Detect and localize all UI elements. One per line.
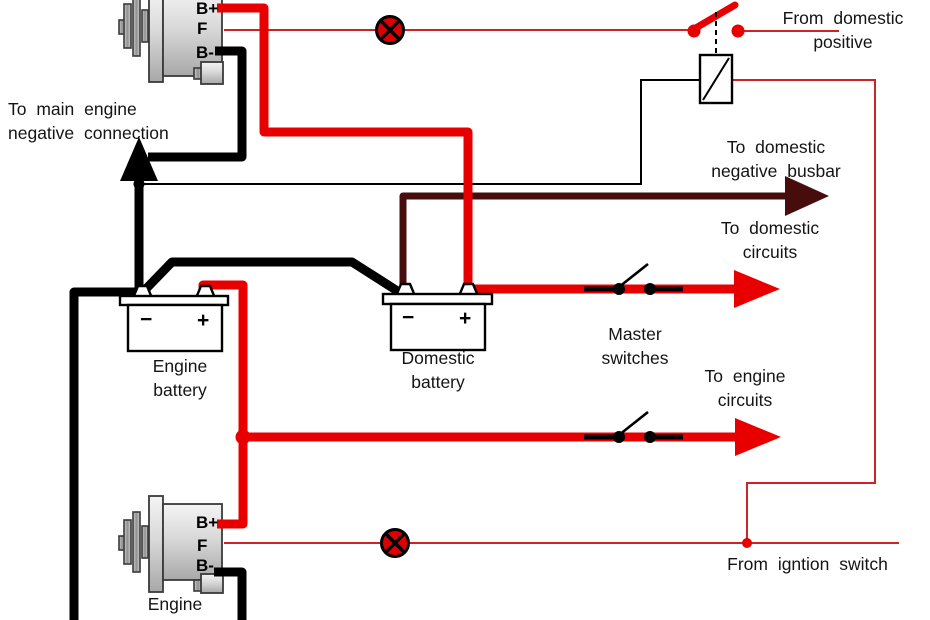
alternator-bottom bbox=[118, 495, 224, 594]
domestic-battery-positive-sign: + bbox=[459, 307, 472, 330]
label-line: battery bbox=[411, 372, 465, 392]
label-to-domestic-circuits: To domestic circuits bbox=[690, 216, 850, 264]
label-line: negative connection bbox=[8, 123, 169, 143]
terminal-bplus-bottom: B+ bbox=[196, 513, 219, 532]
arrow-to-domestic-negative-busbar bbox=[785, 176, 829, 216]
charge-relay bbox=[698, 53, 734, 105]
label-line: To engine bbox=[704, 366, 786, 386]
master-switch-engine bbox=[584, 410, 683, 443]
terminal-bminus-top: B- bbox=[196, 43, 214, 62]
wire-alternator-bottom-bminus bbox=[214, 567, 247, 620]
arrow-to-engine-circuits bbox=[735, 418, 781, 456]
label-line: switches bbox=[601, 348, 669, 368]
switch-contact bbox=[687, 24, 701, 38]
switch-lever bbox=[690, 1, 739, 33]
label-line: To domestic bbox=[726, 137, 826, 157]
junction-negative bbox=[133, 178, 145, 190]
battery-lid bbox=[381, 292, 494, 306]
switch-contact bbox=[613, 431, 625, 443]
label-line: Engine bbox=[147, 594, 203, 614]
terminal-bminus-bottom: B- bbox=[196, 556, 214, 575]
wire-alternator-top-bminus bbox=[148, 46, 247, 162]
alternator-bottom-pulley-disk bbox=[132, 511, 141, 573]
arrow-to-main-engine-negative bbox=[120, 137, 158, 181]
wire-alternator-top-bplus-to-domestic-battery bbox=[217, 3, 473, 290]
alternator-top bbox=[118, 0, 224, 85]
label-to-engine-circuits: To engine circuits bbox=[675, 364, 815, 412]
alternator-top-pulley-disk bbox=[141, 9, 149, 43]
label-line: Master bbox=[608, 324, 662, 344]
warning-lamp-top bbox=[375, 15, 405, 45]
arrow-to-domestic-circuits bbox=[734, 270, 780, 308]
wire-battery-negative-jumper bbox=[137, 257, 402, 298]
lamp-cross bbox=[384, 532, 406, 554]
alternator-top-bracket bbox=[148, 0, 164, 83]
alternator-bottom-pulley-disk bbox=[123, 519, 132, 565]
relay-diagonal bbox=[702, 57, 730, 101]
terminal-bplus-top: B+ bbox=[196, 0, 219, 18]
wire-negative-to-engine-block bbox=[69, 287, 140, 620]
junction-engine-positive bbox=[235, 429, 251, 445]
label-from-domestic-positive: From domestic positive bbox=[772, 6, 914, 54]
terminal-field-bottom: F bbox=[197, 536, 208, 555]
battery-body bbox=[389, 302, 487, 352]
wire-relay-to-ignition bbox=[732, 79, 876, 543]
label-line: negative busbar bbox=[711, 161, 841, 181]
label-from-ignition-switch: From igntion switch bbox=[705, 552, 910, 576]
alternator-top-pulley-disk bbox=[132, 0, 141, 57]
switch-contact bbox=[613, 283, 625, 295]
switch-lever bbox=[618, 262, 649, 289]
label-line: From igntion switch bbox=[727, 554, 888, 574]
switch-contact bbox=[644, 283, 656, 295]
label-engine-battery: Engine battery bbox=[110, 354, 250, 402]
label-engine-alternator: Engine bbox=[113, 592, 237, 616]
label-line: battery bbox=[153, 380, 207, 400]
battery-lid bbox=[118, 294, 230, 307]
alternator-bottom-body bbox=[162, 503, 223, 581]
label-to-main-engine-negative: To main engine negative connection bbox=[8, 97, 169, 145]
label-line: To domestic bbox=[720, 218, 820, 238]
alternator-bottom-bracket bbox=[148, 495, 164, 593]
engine-battery bbox=[118, 284, 230, 353]
engine-battery-negative-sign: − bbox=[140, 308, 153, 331]
label-line: circuits bbox=[742, 242, 798, 262]
switch-contact bbox=[731, 24, 745, 38]
switch-lever bbox=[618, 410, 649, 437]
junction-ignition bbox=[742, 538, 752, 548]
label-line: positive bbox=[813, 32, 873, 52]
domestic-battery-negative-sign: − bbox=[402, 306, 415, 329]
engine-battery-positive-sign: + bbox=[197, 309, 210, 332]
wire-relay-to-negative bbox=[139, 79, 699, 185]
label-line: From domestic bbox=[782, 8, 904, 28]
label-line: Domestic bbox=[401, 348, 475, 368]
alternator-bottom-pulley-disk bbox=[141, 525, 149, 559]
label-to-domestic-negative-busbar: To domestic negative busbar bbox=[690, 135, 862, 183]
label-line: Engine bbox=[152, 356, 208, 376]
label-line: circuits bbox=[717, 390, 773, 410]
alternator-top-foot bbox=[200, 61, 224, 85]
domestic-battery bbox=[381, 282, 494, 352]
battery-isolator-switch bbox=[687, 1, 745, 54]
lamp-cross bbox=[379, 19, 401, 41]
battery-body bbox=[126, 303, 224, 353]
label-master-switches: Master switches bbox=[565, 322, 705, 370]
alternator-top-pulley-disk bbox=[123, 3, 132, 49]
label-domestic-battery: Domestic battery bbox=[368, 346, 508, 394]
label-line: To main engine bbox=[8, 99, 137, 119]
alternator-bottom-foot bbox=[200, 573, 224, 594]
master-switch-domestic bbox=[584, 262, 683, 295]
terminal-field-top: F bbox=[197, 19, 208, 38]
warning-lamp-bottom bbox=[380, 528, 410, 558]
switch-contact bbox=[644, 431, 656, 443]
wire-domestic-negative-busbar bbox=[399, 192, 787, 291]
